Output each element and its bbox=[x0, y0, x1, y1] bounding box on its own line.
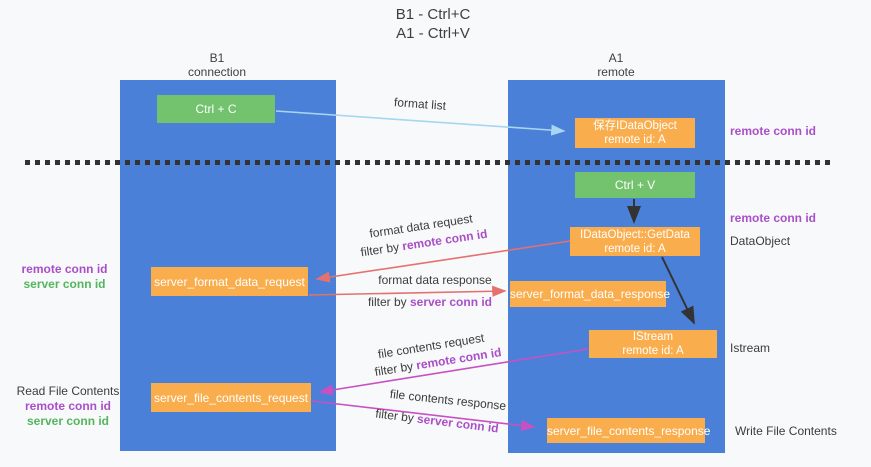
right-label-istream: Istream bbox=[730, 341, 771, 355]
diagram-title: B1 - Ctrl+C A1 - Ctrl+V bbox=[333, 5, 533, 43]
node-save-idataobject-line1: 保存IDataObject bbox=[593, 120, 677, 132]
lane-header-a1: A1 remote bbox=[546, 51, 686, 79]
left-remote-conn-id-2: remote conn id bbox=[24, 399, 111, 413]
edge-label-format-list: format list bbox=[393, 95, 447, 113]
left-label-read-file-contents-group: Read File Contents remote conn id server… bbox=[14, 384, 122, 429]
node-ctrl-v-label: Ctrl + V bbox=[614, 178, 656, 192]
lane-b1-name: B1 bbox=[209, 51, 225, 65]
node-save-idataobject: 保存IDataObject remote id: A bbox=[575, 118, 695, 148]
lane-b1-role: connection bbox=[187, 65, 247, 79]
title-line-1: B1 - Ctrl+C bbox=[395, 6, 471, 23]
node-getdata-line1: IDataObject::GetData bbox=[580, 228, 690, 241]
node-ctrl-v: Ctrl + V bbox=[575, 172, 695, 198]
session-divider-dashed-line bbox=[25, 160, 831, 165]
left-read-file-contents: Read File Contents bbox=[16, 384, 120, 398]
server-conn-id-text: server conn id bbox=[416, 411, 500, 436]
node-server-file-contents-request: server_file_contents_request bbox=[151, 383, 311, 412]
node-server-file-contents-response-label: server_file_contents_response bbox=[547, 423, 711, 438]
node-server-file-contents-request-label: server_file_contents_request bbox=[153, 390, 309, 405]
lane-header-b1: B1 connection bbox=[147, 51, 287, 79]
lane-a1-name: A1 bbox=[608, 51, 624, 65]
right-label-remote-conn-id-mid: remote conn id bbox=[730, 211, 817, 225]
node-server-file-contents-response: server_file_contents_response bbox=[547, 418, 711, 443]
left-label-conn-ids-format: remote conn id server conn id bbox=[17, 262, 112, 292]
node-ctrl-c: Ctrl + C bbox=[157, 95, 275, 123]
left-server-conn-id-2: server conn id bbox=[26, 414, 110, 428]
node-istream-line2: remote id: A bbox=[622, 345, 684, 357]
title-line-2: A1 - Ctrl+V bbox=[396, 25, 470, 42]
lane-a1-role: remote bbox=[597, 65, 635, 79]
node-server-format-data-response-label: server_format_data_response bbox=[510, 287, 671, 301]
node-ctrl-c-label: Ctrl + C bbox=[195, 102, 237, 116]
node-istream: IStream remote id: A bbox=[589, 330, 717, 358]
node-server-format-data-response: server_format_data_response bbox=[510, 281, 671, 307]
filter-by-text: filter by bbox=[359, 239, 404, 260]
left-server-conn-id-1: server conn id bbox=[23, 277, 106, 291]
edge-label-format-data-response: format data response bbox=[378, 273, 492, 287]
right-label-write-file-contents: Write File Contents bbox=[735, 424, 837, 438]
filter-by-text: filter by bbox=[374, 406, 418, 426]
node-idataobject-getdata: IDataObject::GetData remote id: A bbox=[570, 227, 700, 256]
server-conn-id-text: server conn id bbox=[409, 295, 493, 309]
right-label-remote-conn-id-top: remote conn id bbox=[730, 124, 817, 138]
filter-by-text: filter by bbox=[373, 358, 418, 379]
node-istream-line1: IStream bbox=[632, 331, 674, 343]
node-server-format-data-request: server_format_data_request bbox=[151, 267, 308, 296]
filter-by-text: filter by bbox=[367, 295, 410, 309]
node-save-idataobject-line2: remote id: A bbox=[604, 134, 666, 146]
edge-label-filter-server-1: filter by server conn id bbox=[365, 295, 495, 309]
node-server-format-data-request-label: server_format_data_request bbox=[154, 274, 305, 289]
right-label-dataobject: DataObject bbox=[730, 234, 791, 248]
left-remote-conn-id-1: remote conn id bbox=[21, 262, 108, 276]
node-getdata-line2: remote id: A bbox=[604, 242, 666, 255]
